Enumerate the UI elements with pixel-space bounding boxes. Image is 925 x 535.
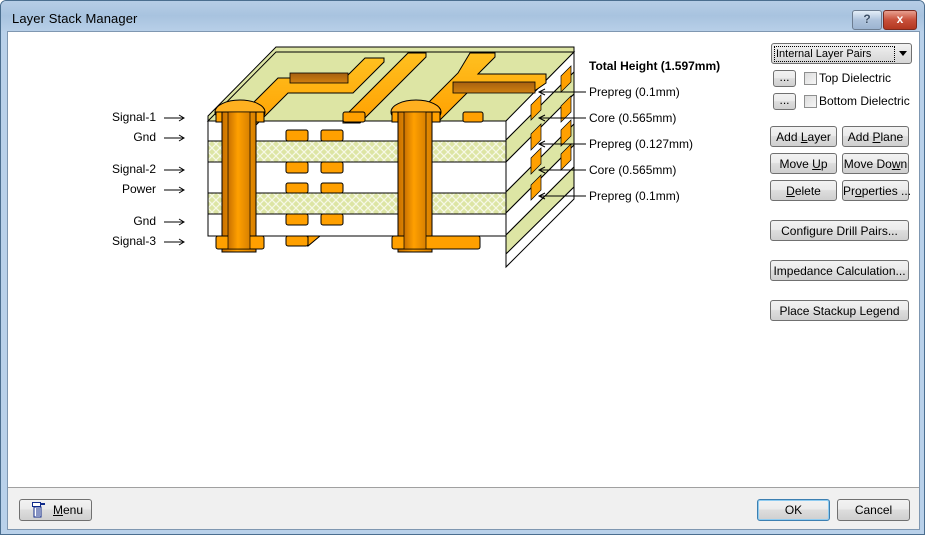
add-layer-pre: Add (776, 130, 801, 144)
menu-button[interactable]: Menu (19, 499, 92, 521)
chevron-down-icon (899, 51, 907, 56)
menu-label-post: enu (63, 503, 84, 517)
move-down-key: w (891, 157, 901, 171)
top-traces (237, 52, 547, 129)
via-right (390, 99, 481, 253)
dielectric-arrows (537, 88, 586, 200)
top-dielectric-checkbox[interactable] (804, 72, 817, 85)
layer-arrows (164, 114, 185, 246)
help-icon: ? (863, 12, 871, 26)
add-plane-pre: Add (847, 130, 873, 144)
properties-pre: Pr (843, 184, 855, 198)
place-stackup-legend-button[interactable]: Place Stackup Legend (770, 300, 909, 321)
dielectric-label-prepreg-3: Prepreg (0.1mm) (589, 189, 680, 203)
properties-button[interactable]: Properties ... (842, 180, 912, 201)
total-height-label: Total Height (1.597mm) (589, 59, 721, 73)
move-up-key: U (812, 157, 821, 171)
dialog-client-area: Signal-1 Gnd Signal-2 Power Gnd Signal-3… (7, 31, 920, 530)
help-button[interactable]: ? (852, 10, 882, 30)
bottom-dielectric-properties-button[interactable]: ... (773, 93, 796, 110)
add-plane-post: lane (880, 130, 904, 144)
delete-post: elete (794, 184, 821, 198)
dielectric-label-prepreg-2: Prepreg (0.127mm) (589, 137, 694, 151)
top-dielectric-properties-button[interactable]: ... (773, 70, 796, 87)
window-title: Layer Stack Manager (12, 11, 138, 26)
close-icon: x (896, 12, 904, 26)
delete-button[interactable]: Delete (770, 180, 837, 201)
top-dielectric-label: Top Dielectric (819, 71, 892, 85)
add-plane-key: P (872, 130, 881, 144)
layer-pairs-select[interactable]: Internal Layer Pairs (771, 43, 912, 64)
layer-pairs-select-value: Internal Layer Pairs (774, 46, 895, 62)
add-layer-key: L (800, 130, 808, 144)
menu-icon (32, 502, 45, 518)
properties-post: perties ... (861, 184, 912, 198)
layer-label-gnd-1: Gnd (133, 130, 156, 144)
stack-diagram-canvas: Signal-1 Gnd Signal-2 Power Gnd Signal-3… (8, 32, 919, 488)
move-up-post: p (820, 157, 828, 171)
via-left (214, 99, 266, 253)
dielectric-label-prepreg-1: Prepreg (0.1mm) (589, 85, 680, 99)
move-down-pre: Move Do (843, 157, 892, 171)
move-down-button[interactable]: Move Down (842, 153, 909, 174)
ok-button[interactable]: OK (757, 499, 830, 521)
impedance-calculation-button[interactable]: Impedance Calculation... (770, 260, 909, 281)
move-up-pre: Move (779, 157, 813, 171)
dielectric-label-core-1: Core (0.565mm) (589, 111, 677, 125)
layer-label-power: Power (121, 182, 156, 196)
dielectric-label-core-2: Core (0.565mm) (589, 163, 677, 177)
bottom-dielectric-label: Bottom Dielectric (819, 94, 910, 108)
bottom-dielectric-button-label: ... (779, 93, 790, 107)
add-plane-button[interactable]: Add Plane (842, 126, 909, 147)
title-bar: Layer Stack Manager ? x (1, 1, 924, 31)
move-up-button[interactable]: Move Up (770, 153, 837, 174)
top-dielectric-button-label: ... (779, 70, 790, 84)
delete-key: D (786, 184, 795, 198)
add-layer-post: ayer (807, 130, 831, 144)
close-button[interactable]: x (883, 10, 917, 30)
menu-key: M (53, 503, 63, 517)
configure-drill-pairs-button[interactable]: Configure Drill Pairs... (770, 220, 909, 241)
move-down-post: n (900, 157, 908, 171)
stackup-diagram (164, 46, 586, 269)
cancel-button[interactable]: Cancel (837, 499, 910, 521)
internal-pads (285, 129, 344, 248)
add-layer-button[interactable]: Add Layer (770, 126, 837, 147)
properties-key: o (855, 184, 862, 198)
layer-label-signal-1: Signal-1 (111, 110, 156, 124)
layer-label-signal-3: Signal-3 (111, 234, 156, 248)
layer-label-signal-2: Signal-2 (111, 162, 156, 176)
bottom-dielectric-checkbox[interactable] (804, 95, 817, 108)
layer-label-gnd-2: Gnd (133, 214, 156, 228)
